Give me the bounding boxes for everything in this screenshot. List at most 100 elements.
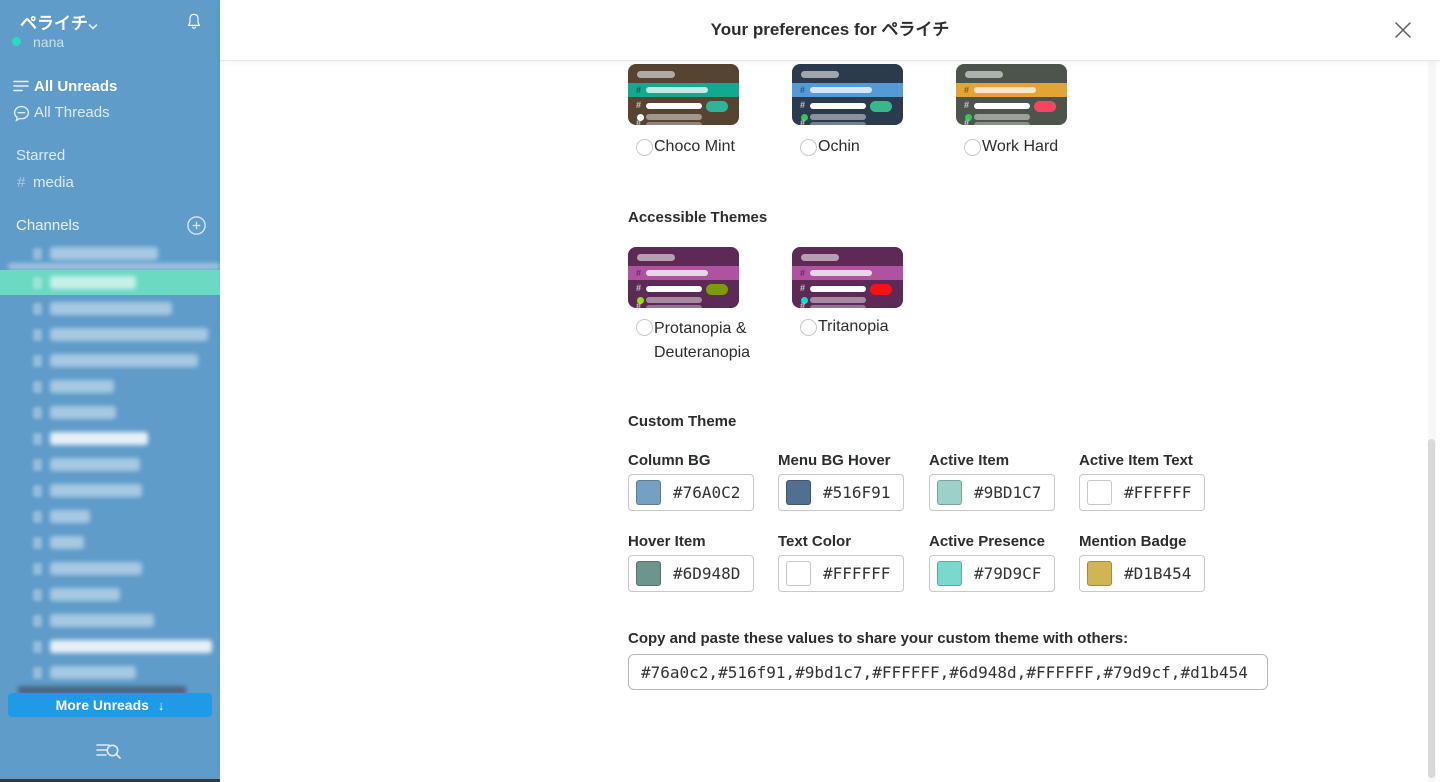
scrollbar-thumb[interactable] xyxy=(1428,439,1435,778)
redacted-channel-name xyxy=(50,458,140,471)
redacted-hash xyxy=(33,329,42,341)
workspace-placeholder xyxy=(965,71,1003,78)
presence-dot xyxy=(637,297,644,304)
channel-row[interactable] xyxy=(0,608,220,632)
channel-row[interactable] xyxy=(0,634,220,658)
channel-line-placeholder xyxy=(810,114,866,120)
color-input-active-item-text[interactable] xyxy=(1124,476,1200,509)
channel-row[interactable] xyxy=(0,478,220,502)
channel-row[interactable] xyxy=(0,426,220,450)
theme-preview-ochin[interactable]: ### xyxy=(792,64,903,125)
color-input-hover-item[interactable] xyxy=(673,557,749,590)
color-swatch-active-item[interactable] xyxy=(937,480,962,505)
channel-row[interactable] xyxy=(0,296,220,320)
workspace-placeholder xyxy=(637,71,675,78)
sidebar-item-all-unreads[interactable]: All Unreads xyxy=(0,77,220,97)
color-input-column-bg[interactable] xyxy=(673,476,749,509)
channel-line-placeholder xyxy=(646,122,702,125)
color-swatch-active-item-text[interactable] xyxy=(1087,480,1112,505)
channel-row[interactable] xyxy=(0,348,220,372)
channel-line-placeholder xyxy=(810,286,866,292)
field-label-active-item: Active Item xyxy=(929,452,1010,469)
hash-icon: # xyxy=(636,100,642,110)
theme-share-input[interactable] xyxy=(628,654,1268,690)
redacted-channel-name xyxy=(50,354,198,367)
hash-icon: # xyxy=(800,268,806,278)
color-swatch-menu-bg-hover[interactable] xyxy=(786,480,811,505)
field-label-hover-item: Hover Item xyxy=(628,533,706,550)
channel-row[interactable] xyxy=(0,582,220,606)
color-input-mention-badge[interactable] xyxy=(1124,557,1200,590)
channel-row[interactable] xyxy=(0,556,220,580)
channels-header[interactable]: Channels xyxy=(0,215,220,240)
channel-line-placeholder xyxy=(810,103,866,109)
field-label-mention-badge: Mention Badge xyxy=(1079,533,1187,550)
more-unreads-button[interactable]: More Unreads ↓ xyxy=(8,693,212,717)
theme-preview-choco-mint[interactable]: ### xyxy=(628,64,739,125)
color-input-text-color[interactable] xyxy=(823,557,899,590)
channel-row[interactable] xyxy=(0,322,220,346)
theme-radio-ochin[interactable] xyxy=(800,139,817,156)
channel-line-placeholder xyxy=(810,87,872,93)
color-swatch-column-bg[interactable] xyxy=(636,480,661,505)
channel-row[interactable] xyxy=(0,530,220,554)
redacted-text xyxy=(18,686,186,695)
hash-icon: # xyxy=(964,85,970,95)
bell-icon[interactable] xyxy=(185,12,203,37)
color-field-active-item xyxy=(929,474,1055,511)
workspace-name[interactable]: ペライチ xyxy=(20,14,88,33)
channel-line-placeholder xyxy=(646,286,702,292)
active-item-row: # xyxy=(792,83,903,97)
channel-line-placeholder xyxy=(646,114,702,120)
hash-icon: # xyxy=(17,174,26,191)
channel-row[interactable] xyxy=(0,400,220,424)
redacted-hash xyxy=(33,485,42,497)
plus-circle-icon[interactable] xyxy=(186,215,207,240)
theme-preview-protanopia-deuteranopia[interactable]: ### xyxy=(628,247,739,308)
scrollbar-track[interactable] xyxy=(1428,60,1436,782)
channel-row[interactable] xyxy=(0,241,220,265)
color-swatch-mention-badge[interactable] xyxy=(1087,561,1112,586)
color-swatch-hover-item[interactable] xyxy=(636,561,661,586)
workspace-placeholder xyxy=(801,254,839,261)
channel-line-placeholder xyxy=(974,103,1030,109)
sidebar-item-all-threads[interactable]: All Threads xyxy=(0,103,220,123)
theme-radio-protanopia-deuteranopia[interactable] xyxy=(636,319,653,336)
close-button[interactable] xyxy=(1392,19,1414,41)
redacted-hash xyxy=(33,303,42,315)
channel-row[interactable] xyxy=(0,374,220,398)
redacted-hash xyxy=(33,407,42,419)
mention-badge xyxy=(706,284,728,295)
channel-row[interactable] xyxy=(0,270,220,295)
theme-preview-tritanopia[interactable]: ### xyxy=(792,247,903,308)
sidebar-item-media[interactable]: # media xyxy=(0,173,220,193)
channel-search-icon[interactable] xyxy=(95,739,125,768)
hash-icon: # xyxy=(636,268,642,278)
color-input-active-presence[interactable] xyxy=(974,557,1050,590)
channel-row[interactable] xyxy=(0,660,220,684)
redacted-hash xyxy=(33,459,42,471)
color-swatch-text-color[interactable] xyxy=(786,561,811,586)
theme-radio-tritanopia[interactable] xyxy=(800,319,817,336)
color-swatch-active-presence[interactable] xyxy=(937,561,962,586)
channel-row[interactable] xyxy=(0,452,220,476)
user-name[interactable]: nana xyxy=(33,34,65,50)
redacted-hash xyxy=(33,667,42,679)
color-input-active-item[interactable] xyxy=(974,476,1050,509)
redacted-channel-name xyxy=(50,247,158,260)
chevron-down-icon[interactable] xyxy=(88,17,98,35)
theme-radio-label-tritanopia: Tritanopia xyxy=(818,318,889,335)
theme-preview-work-hard[interactable]: ### xyxy=(956,64,1067,125)
hash-icon: # xyxy=(800,100,806,110)
hash-icon: # xyxy=(964,100,970,110)
redacted-hash xyxy=(33,433,42,445)
theme-radio-work-hard[interactable] xyxy=(964,139,981,156)
channel-row[interactable] xyxy=(0,504,220,528)
redacted-channel-name xyxy=(50,510,90,523)
presence-dot xyxy=(801,114,808,121)
theme-radio-choco-mint[interactable] xyxy=(636,139,653,156)
active-item-row: # xyxy=(628,266,739,280)
color-field-active-item-text xyxy=(1079,474,1205,511)
color-input-menu-bg-hover[interactable] xyxy=(823,476,899,509)
channel-line-placeholder xyxy=(646,103,702,109)
